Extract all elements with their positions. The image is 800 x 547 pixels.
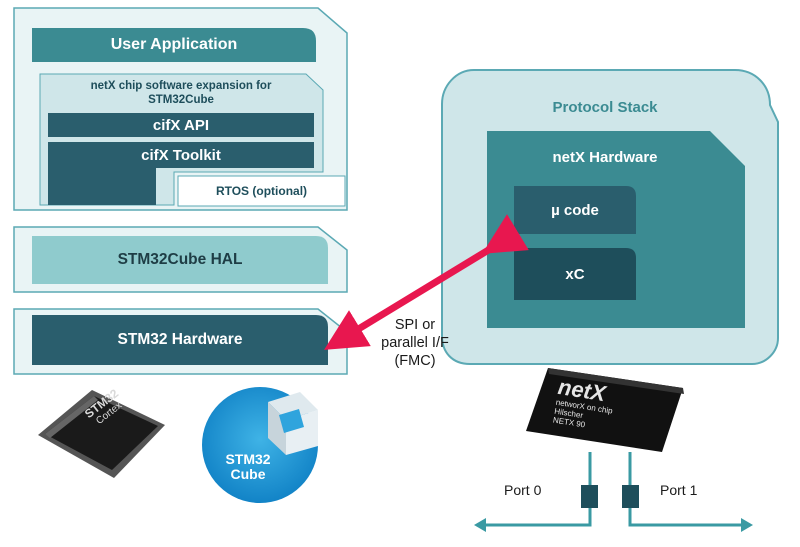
port1-label: Port 1 [660,482,698,498]
interface-label: SPI or parallel I/F (FMC) [360,316,470,370]
hal-bar [32,236,328,284]
expansion-title-label: netX chip software expansion for STM32Cu… [90,80,272,106]
stm32cube-line2: Cube [230,466,266,482]
micro-code-label: µ code [551,201,599,219]
interface-label-line2: parallel I/F [381,335,449,351]
xc-label: xC [565,265,585,283]
cifx-toolkit-bar [48,142,314,205]
port0-arrowhead [474,518,486,532]
hardware-bar [32,315,328,365]
cube-icon [268,392,318,455]
cifx-api-label: cifX API [152,116,210,134]
cifx-api-bar [48,113,314,137]
stm32cube-line1: STM32 [225,451,271,467]
netx-hardware-label: netX Hardware [552,148,658,166]
netx-chip [526,368,684,452]
rtos-label: RTOS (optional) [215,184,308,198]
rtos-box [177,175,346,207]
cifx-toolkit-label: cifX Toolkit [141,146,221,164]
user-application-label: User Application [110,36,238,53]
stm32cube-logo-text: STM32 Cube [216,452,280,482]
hardware-label: STM32 Hardware [117,331,243,348]
protocol-stack-label: Protocol Stack [552,98,658,116]
stm32-chip [38,390,165,478]
interface-label-line3: (FMC) [394,353,436,369]
port0-connector [581,485,598,508]
port0-label: Port 0 [504,482,542,498]
user-application-bar [32,28,316,62]
port-connections [482,452,745,527]
xc-box [514,248,636,300]
hal-label: STM32Cube HAL [117,251,243,268]
port1-connector [622,485,639,508]
interface-label-line1: SPI or [394,317,436,333]
port1-arrowhead [741,518,753,532]
micro-code-box [514,186,636,234]
interface-arrow [324,214,529,350]
